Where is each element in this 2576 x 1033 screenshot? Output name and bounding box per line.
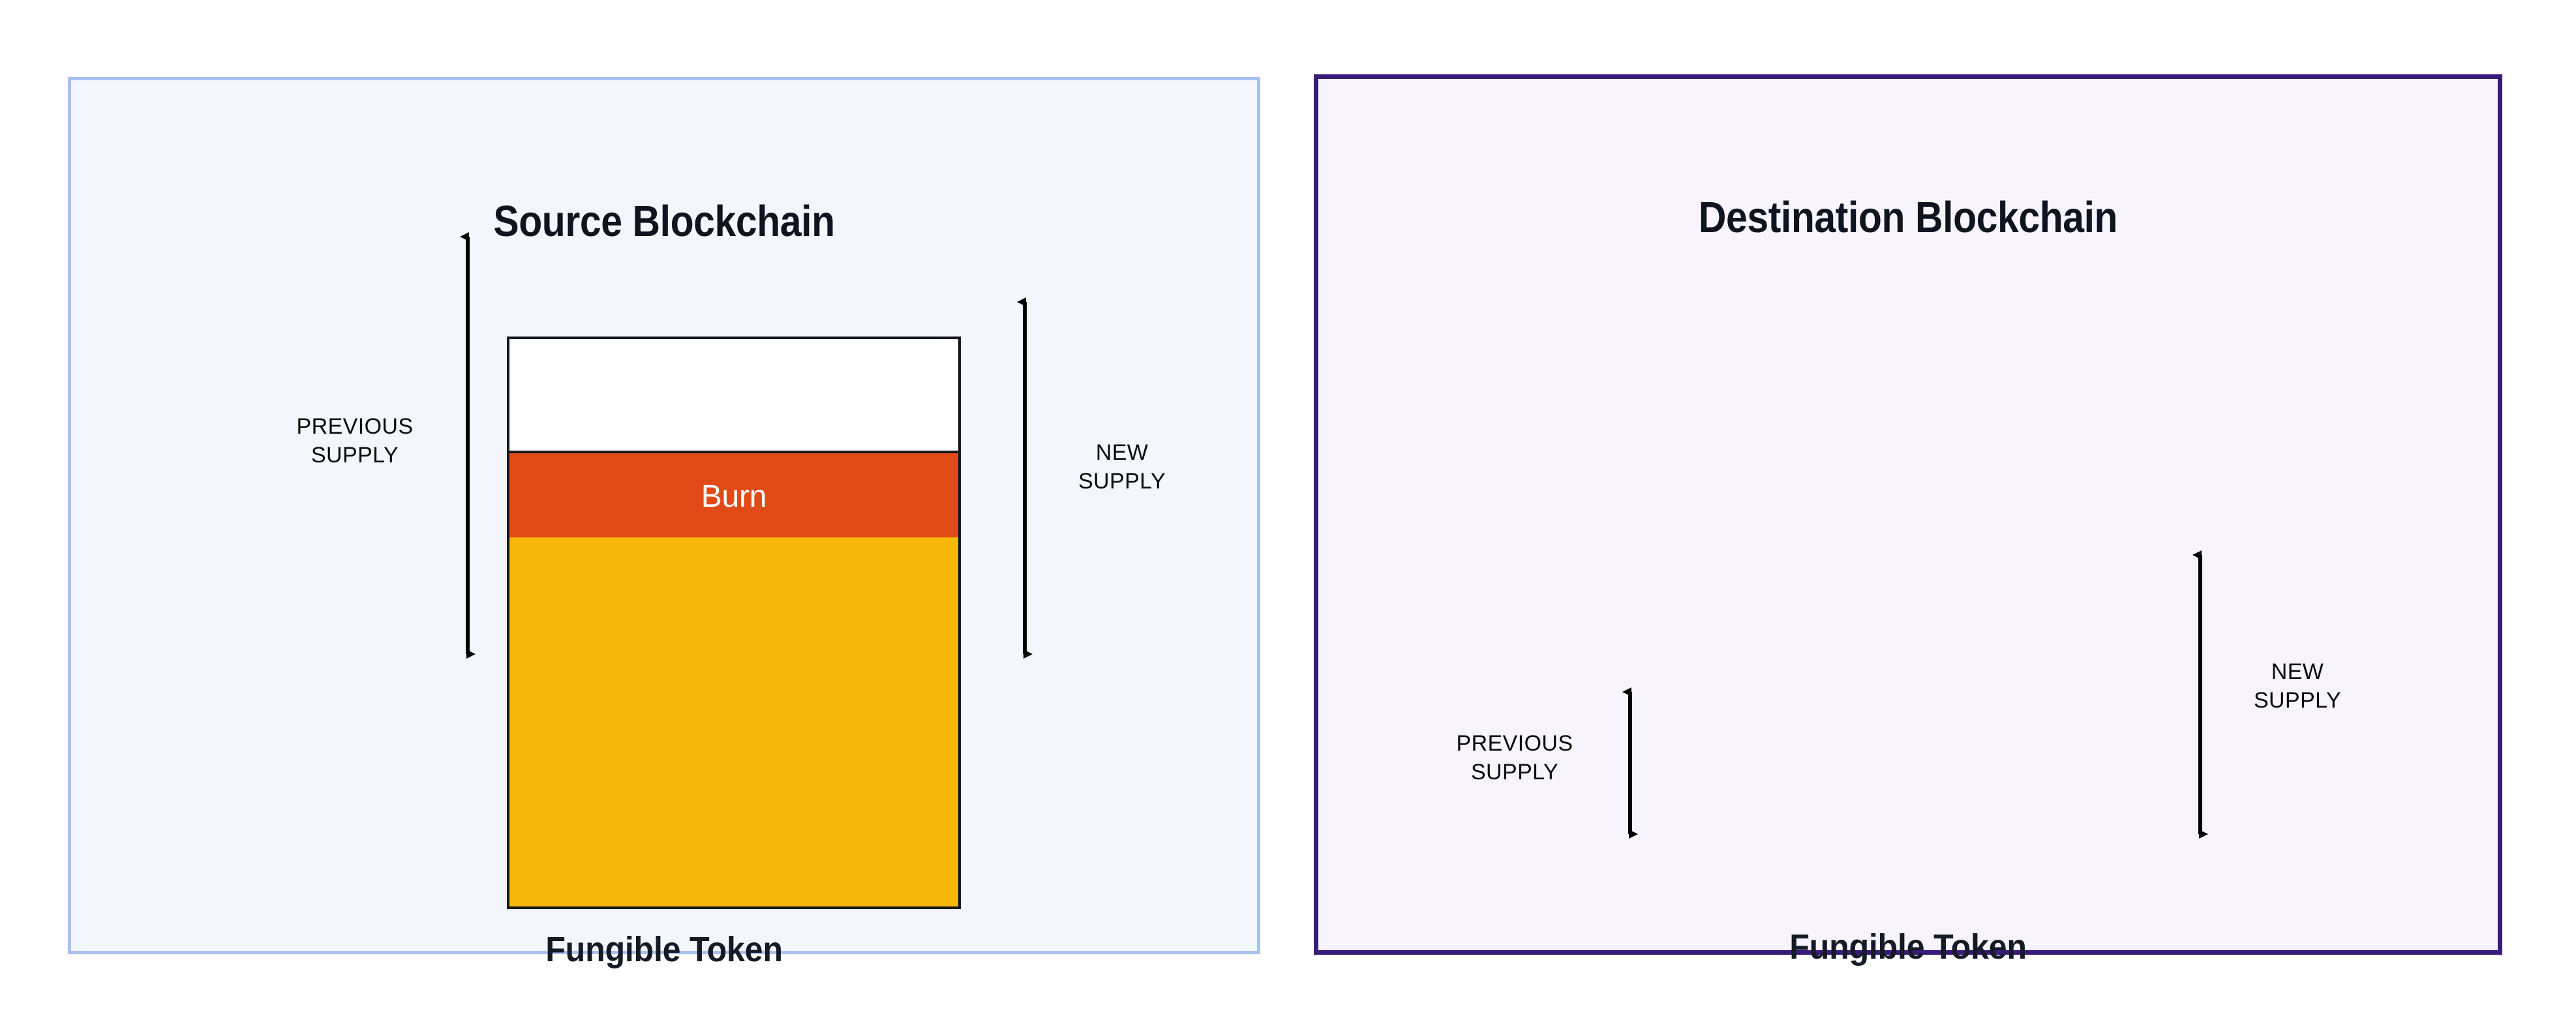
bar-segment-burn-label: Burn — [701, 479, 767, 514]
measure-previous-supply-destination: PREVIOUS SUPPLY — [1429, 687, 1644, 839]
measure-label-new-supply-destination: NEW SUPPLY — [2253, 659, 2342, 713]
panel-source-blockchain: Source Blockchain Burn — [68, 77, 1260, 969]
supply-bar-source: Burn — [507, 337, 961, 909]
caption-fungible-token-source: Fungible Token — [545, 930, 783, 969]
panel-destination-blockchain: Destination Blockchain Mint — [1314, 74, 2502, 966]
measure-new-supply-source: NEW SUPPLY — [997, 297, 1219, 659]
double-arrow-icon — [1017, 297, 1033, 659]
measure-previous-supply-source: PREVIOUS SUPPLY — [267, 232, 489, 659]
page-title-source-blockchain: Source Blockchain — [493, 197, 835, 246]
measure-label-previous-supply-destination: PREVIOUS SUPPLY — [1456, 731, 1573, 785]
double-arrow-icon — [1622, 687, 1638, 839]
bar-segment-remaining-supply-source — [509, 537, 958, 906]
measure-label-new-supply-source: NEW SUPPLY — [1078, 440, 1166, 494]
measure-new-supply-destination: NEW SUPPLY — [2173, 550, 2395, 839]
caption-fungible-token-destination: Fungible Token — [1789, 927, 2027, 966]
double-arrow-icon — [2192, 550, 2208, 839]
double-arrow-icon — [460, 232, 476, 659]
measure-label-previous-supply-source: PREVIOUS SUPPLY — [296, 414, 414, 468]
bar-segment-empty-source — [509, 339, 958, 451]
page-title-destination-blockchain: Destination Blockchain — [1698, 193, 2118, 242]
bar-segment-burn: Burn — [509, 451, 958, 543]
